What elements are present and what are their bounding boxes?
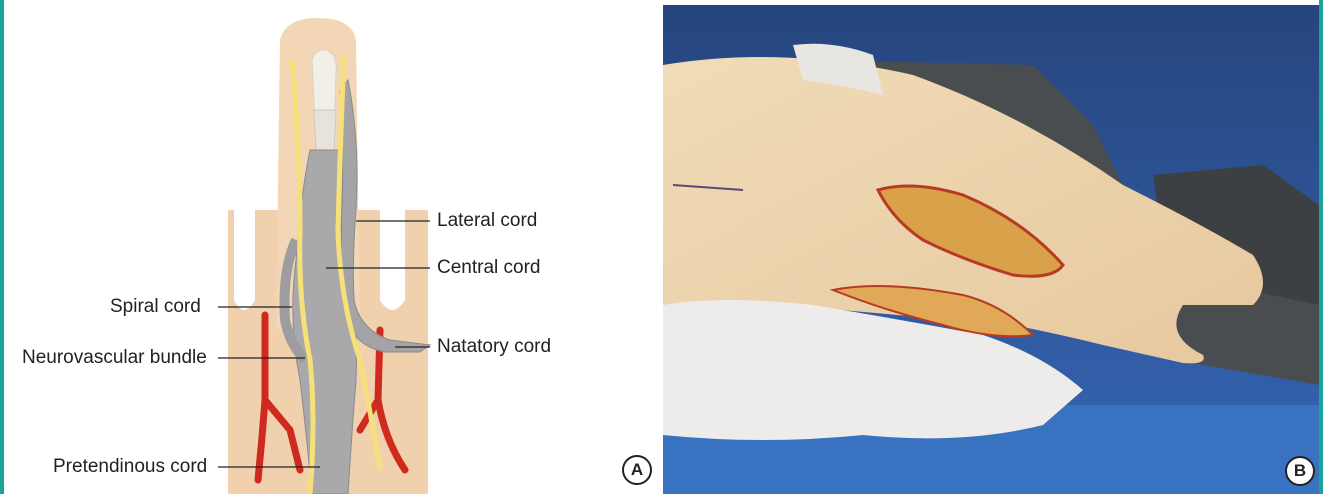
label-pretendinous-cord: Pretendinous cord [53,456,207,478]
surgical-photo [663,5,1319,494]
label-central-cord: Central cord [437,257,541,279]
panel-b-badge: B [1285,456,1315,486]
label-neurovascular-bundle: Neurovascular bundle [22,347,207,369]
panel-b-photograph: B [663,5,1319,494]
joint-capsule [314,110,336,152]
finger-anatomy-diagram [0,0,662,494]
label-lateral-cord: Lateral cord [437,210,537,232]
figure-frame-right [1319,0,1323,494]
panel-a-badge: A [622,455,652,485]
panel-a-illustration: Lateral cord Central cord Spiral cord Na… [0,0,662,494]
label-spiral-cord: Spiral cord [110,296,201,318]
label-natatory-cord: Natatory cord [437,336,551,358]
